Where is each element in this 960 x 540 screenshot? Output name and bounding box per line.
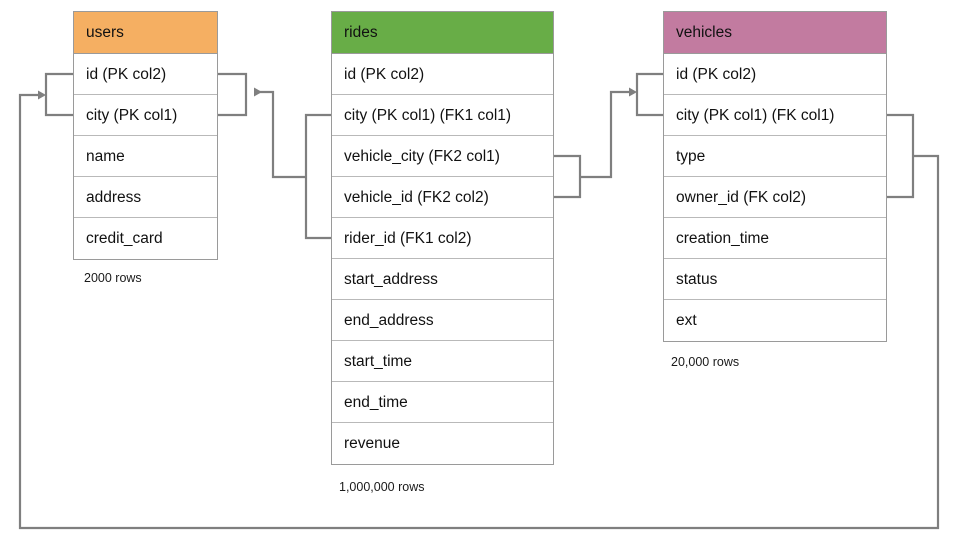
table-rides-column-city[interactable]: city (PK col1) (FK1 col1) [332, 95, 553, 136]
users-left-bracket [44, 72, 73, 117]
table-users-column-credit-card[interactable]: credit_card [74, 218, 217, 259]
table-vehicles-column-type[interactable]: type [664, 136, 886, 177]
table-users-column-address[interactable]: address [74, 177, 217, 218]
table-rides-column-end-time[interactable]: end_time [332, 382, 553, 423]
table-vehicles-row-count: 20,000 rows [671, 355, 740, 369]
table-vehicles-column-city[interactable]: city (PK col1) (FK col1) [664, 95, 886, 136]
rides-left-bracket [304, 113, 331, 240]
table-rides-column-id[interactable]: id (PK col2) [332, 54, 553, 95]
table-vehicles-header: vehicles [664, 12, 886, 54]
table-users-header: users [74, 12, 217, 54]
table-users-row-count: 2000 rows [84, 271, 142, 285]
table-rides-column-start-time[interactable]: start_time [332, 341, 553, 382]
users-right-bracket [218, 72, 248, 117]
table-rides-header: rides [332, 12, 553, 54]
table-vehicles[interactable]: vehicles id (PK col2) city (PK col1) (FK… [663, 11, 887, 342]
table-rides-column-start-address[interactable]: start_address [332, 259, 553, 300]
table-vehicles-column-ext[interactable]: ext [664, 300, 886, 341]
table-users[interactable]: users id (PK col2) city (PK col1) name a… [73, 11, 218, 260]
table-vehicles-column-id[interactable]: id (PK col2) [664, 54, 886, 95]
table-users-column-id[interactable]: id (PK col2) [74, 54, 217, 95]
table-rides[interactable]: rides id (PK col2) city (PK col1) (FK1 c… [331, 11, 554, 465]
table-rides-column-revenue[interactable]: revenue [332, 423, 553, 464]
vehicles-left-bracket [635, 72, 663, 117]
table-rides-column-vehicle-id[interactable]: vehicle_id (FK2 col2) [332, 177, 553, 218]
table-rides-row-count: 1,000,000 rows [339, 480, 425, 494]
table-users-column-name[interactable]: name [74, 136, 217, 177]
rides-right-bracket [554, 154, 582, 199]
table-vehicles-column-owner-id[interactable]: owner_id (FK col2) [664, 177, 886, 218]
connector-rides-to-vehicles [580, 87, 637, 179]
table-rides-column-vehicle-city[interactable]: vehicle_city (FK2 col1) [332, 136, 553, 177]
connector-rides-to-users [254, 87, 306, 179]
table-rides-column-end-address[interactable]: end_address [332, 300, 553, 341]
vehicles-right-bracket [887, 113, 915, 199]
table-vehicles-column-creation-time[interactable]: creation_time [664, 218, 886, 259]
table-vehicles-column-status[interactable]: status [664, 259, 886, 300]
table-users-column-city[interactable]: city (PK col1) [74, 95, 217, 136]
table-rides-column-rider-id[interactable]: rider_id (FK1 col2) [332, 218, 553, 259]
